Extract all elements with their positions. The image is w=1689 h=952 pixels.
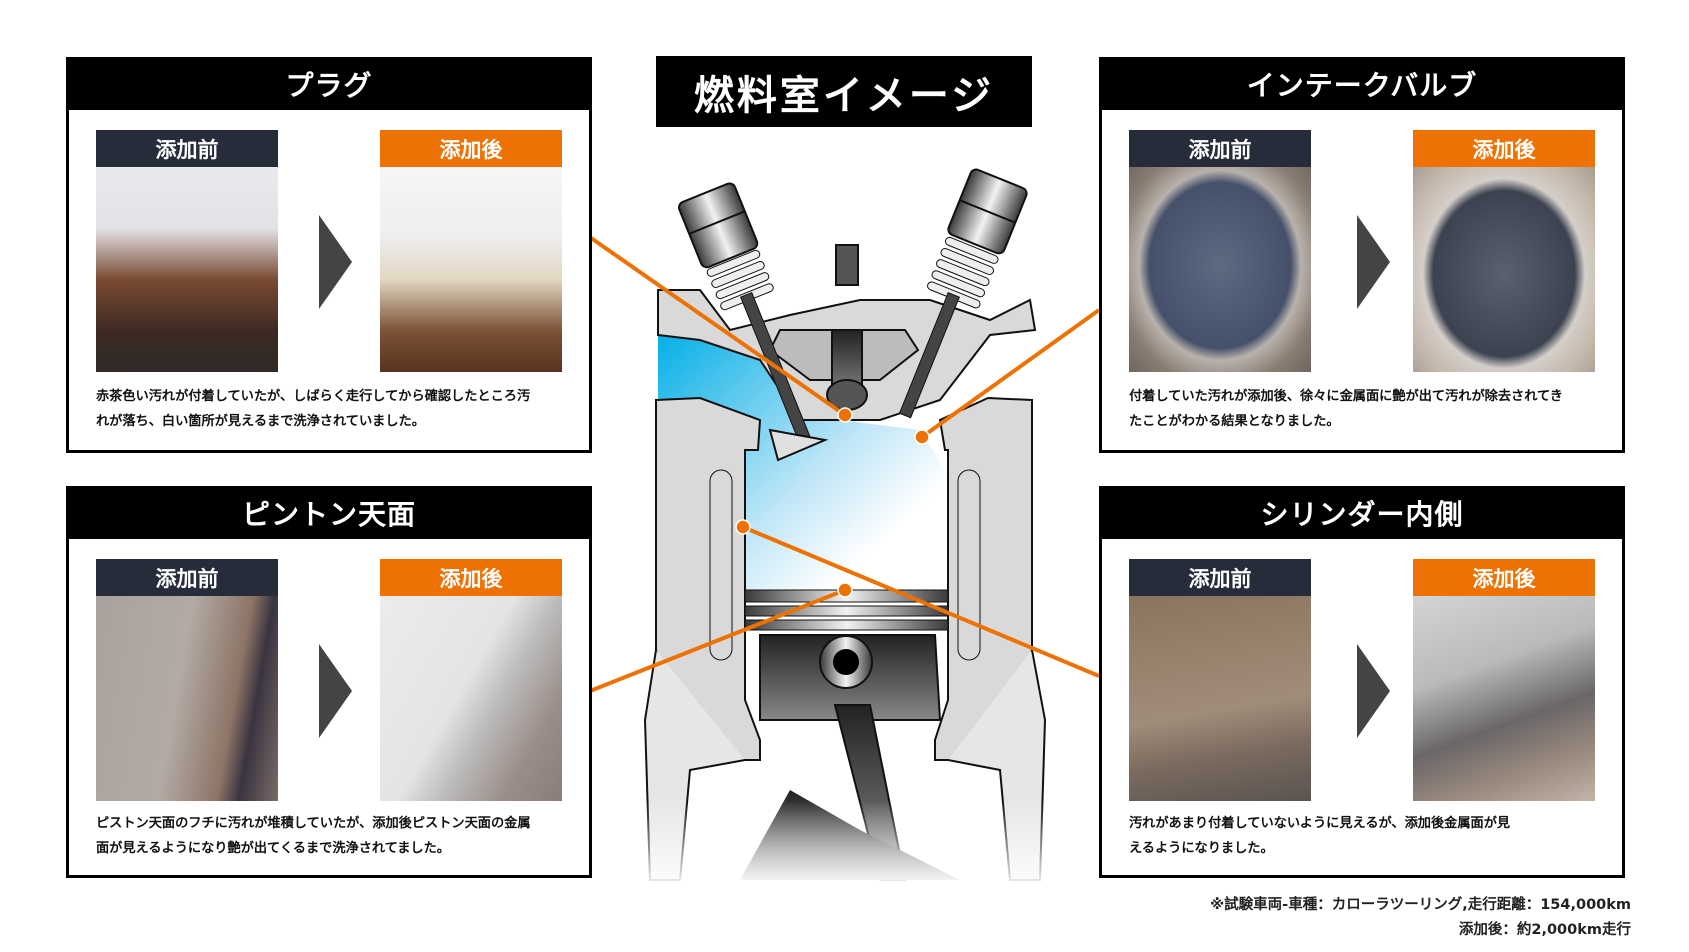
before-label: 添加前: [1129, 130, 1311, 167]
cylinder-before-photo: [1129, 596, 1311, 801]
card-plug: プラグ 添加前 添加後 赤茶色い汚れが付着していたが、しばらく走行してから確認し…: [66, 57, 592, 453]
after-label: 添加後: [1413, 130, 1595, 167]
page-title: 燃料室イメージ: [656, 56, 1032, 127]
description-line: 面が見えるようになり艶が出てくるまで洗浄されてました。: [96, 841, 450, 856]
description-line: れが落ち、白い箇所が見えるまで洗浄されていました。: [96, 414, 425, 429]
plug-before-photo: [96, 167, 278, 372]
piston-after-photo: [380, 596, 562, 801]
card-title: ピントン天面: [66, 486, 592, 539]
before-label: 添加前: [1129, 559, 1311, 596]
after-label: 添加後: [380, 559, 562, 596]
card-title: インテークバルブ: [1099, 57, 1625, 110]
callout-dots: [735, 407, 930, 598]
card-description: ピストン天面のフチに汚れが堆積していたが、添加後ピストン天面の金属 面が見えるよ…: [96, 811, 567, 861]
cylinder-after-photo: [1413, 596, 1595, 801]
footnote-distance: 添加後：約2,000km走行: [1458, 922, 1631, 938]
dot-cylinder-wall: [735, 519, 751, 535]
arrow-right-icon: [1357, 644, 1390, 738]
footnote-vehicle: ※試験車両-車種：カローラツーリング,走行距離：154,000km: [1210, 897, 1631, 913]
piston-before-photo: [96, 596, 278, 801]
combustion-chamber: [658, 328, 945, 590]
plug-after-photo: [380, 167, 562, 372]
card-intake-valve: インテークバルブ 添加前 添加後 付着していた汚れが添加後、徐々に金属面に艶が出…: [1099, 57, 1625, 453]
description-line: えるようになりました。: [1129, 841, 1274, 856]
description-line: 汚れがあまり付着していないように見えるが、添加後金属面が見: [1129, 816, 1511, 831]
before-label: 添加前: [96, 559, 278, 596]
callout-lines: [589, 236, 1101, 693]
valve-before-photo: [1129, 167, 1311, 372]
dot-spark-plug: [837, 407, 853, 423]
valve-after-photo: [1413, 167, 1595, 372]
spark-plug: [835, 244, 859, 286]
arrow-right-icon: [1357, 215, 1390, 309]
card-title: プラグ: [66, 57, 592, 110]
card-title: シリンダー内側: [1099, 486, 1625, 539]
after-label: 添加後: [1413, 559, 1595, 596]
card-cylinder-inner: シリンダー内側 添加前 添加後 汚れがあまり付着していないように見えるが、添加後…: [1099, 486, 1625, 878]
description-line: たことがわかる結果となりました。: [1129, 414, 1340, 429]
before-label: 添加前: [96, 130, 278, 167]
dot-piston-top: [837, 582, 853, 598]
card-description: 付着していた汚れが添加後、徐々に金属面に艶が出て汚れが除去されてき たことがわか…: [1129, 384, 1600, 434]
dot-intake-valve: [914, 429, 930, 445]
exhaust-valve-right: [898, 168, 1028, 419]
card-piston-top: ピントン天面 添加前 添加後 ピストン天面のフチに汚れが堆積していたが、添加後ピ…: [66, 486, 592, 878]
arrow-right-icon: [319, 215, 352, 309]
description-line: 付着していた汚れが添加後、徐々に金属面に艶が出て汚れが除去されてき: [1129, 389, 1563, 404]
description-line: 赤茶色い汚れが付着していたが、しばらく走行してから確認したところ汚: [96, 389, 531, 404]
card-description: 赤茶色い汚れが付着していたが、しばらく走行してから確認したところ汚 れが落ち、白…: [96, 384, 567, 434]
card-description: 汚れがあまり付着していないように見えるが、添加後金属面が見 えるようになりました…: [1129, 811, 1600, 861]
description-line: ピストン天面のフチに汚れが堆積していたが、添加後ピストン天面の金属: [96, 816, 531, 831]
arrow-right-icon: [319, 644, 352, 738]
after-label: 添加後: [380, 130, 562, 167]
